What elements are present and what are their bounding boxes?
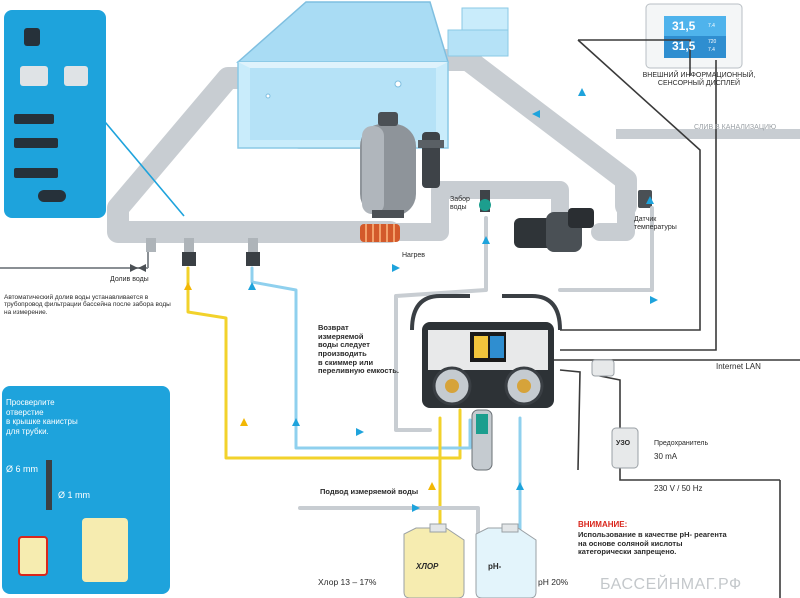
supply-water-label: Подвод измеряемой воды: [320, 487, 419, 496]
flow-arrows: [248, 88, 658, 512]
fitting-instructions-panel: [4, 10, 106, 218]
display-reading-2: 31,5: [672, 39, 696, 53]
canister-sketch: [82, 518, 128, 582]
internet-lan-label: Internet LAN: [716, 362, 761, 371]
pipe-stubs: [146, 238, 260, 266]
drilling-instructions-panel: Просверлите отверстие в крышке канистры …: [2, 386, 170, 594]
fitting-step-icons: [14, 28, 94, 208]
auto-refill-note: Автоматический долив воды устанавливаетс…: [4, 294, 171, 316]
power-outlet: [591, 359, 615, 377]
multiport-valve: [418, 132, 444, 188]
dosing-controller: [410, 294, 562, 408]
swimming-pool: [236, 1, 450, 149]
signal-cables: [540, 39, 800, 598]
ph-percent-label: pH 20%: [538, 577, 569, 587]
chlorine-percent-label: Хлор 13 – 17%: [318, 577, 377, 587]
drain-line: [0, 129, 800, 272]
watermark: БАССЕЙНМАГ.РФ: [600, 576, 742, 593]
pointer-line: [99, 115, 185, 217]
no-canister-icon: [18, 536, 48, 576]
display-caption: ВНЕШНИЙ ИНФОРМАЦИОННЫЙ, СЕНСОРНЫЙ ДИСПЛЕ…: [642, 72, 756, 88]
heater-coil: [360, 224, 400, 242]
drill-bit-icon: [46, 460, 52, 510]
fuse-value: 30 mA: [654, 452, 678, 461]
drill-note: Просверлите отверстие в крышке канистры …: [6, 398, 78, 436]
chlorine-canister-label: ХЛОР: [416, 562, 439, 571]
probe-holder: [471, 409, 493, 471]
temp-sensor-label: Датчик температуры: [634, 216, 677, 232]
warning-text: Использование в качестве pH- реагента на…: [578, 530, 727, 557]
chlorine-arrows: [184, 282, 436, 490]
uzo-label: УЗО: [616, 440, 631, 447]
overflow-tank: [447, 7, 509, 57]
display-small-2: 720: [708, 39, 717, 45]
ph-canister-label: pH-: [488, 562, 502, 571]
uzo-breaker: [611, 427, 639, 469]
display-small-3: 7.4: [708, 47, 715, 53]
circulation-pump: [514, 208, 594, 252]
chlorine-canister: [403, 523, 465, 598]
display-reading-1: 31,5: [672, 19, 696, 33]
warning-title: ВНИМАНИЕ:: [578, 520, 628, 529]
diameter-1mm: Ø 1 mm: [58, 490, 91, 500]
drain-to-sewer-label: СЛИВ В КАНАЛИЗАЦИЮ: [694, 124, 777, 131]
return-water-note: Возврат измеряемой воды следует производ…: [318, 323, 399, 376]
external-touch-display: [645, 3, 743, 69]
sand-filter: [360, 112, 416, 218]
diameter-6mm: Ø 6 mm: [6, 464, 39, 474]
sample-lines: [186, 206, 654, 542]
display-small-1: 7.4: [708, 23, 715, 29]
ph-canister: [475, 523, 537, 598]
water-refill-label: Долив воды: [110, 276, 149, 283]
water-intake-label: Забор воды: [450, 196, 470, 212]
water-intake-valve: [479, 190, 491, 212]
power-label: 230 V / 50 Hz: [654, 484, 703, 493]
fuse-label: Предохранитель: [654, 440, 709, 447]
heating-label: Нагрев: [402, 252, 426, 259]
